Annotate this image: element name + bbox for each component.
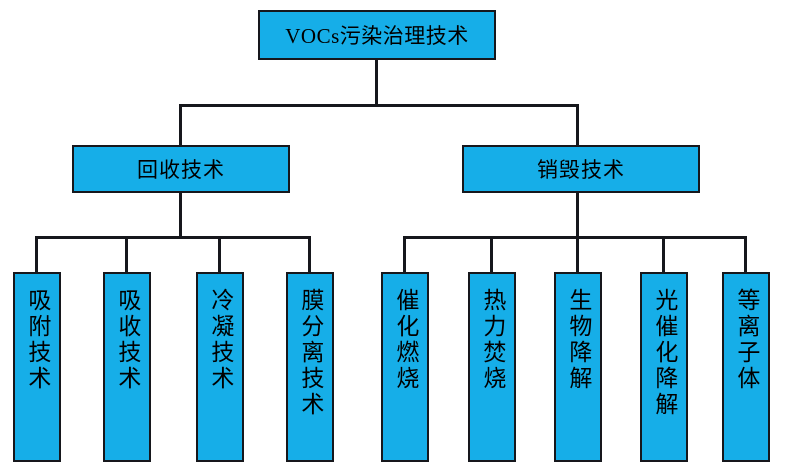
connector-destroy-bus — [403, 236, 747, 239]
node-root-label: VOCs污染治理技术 — [285, 24, 469, 48]
connector-drop-destroy — [576, 104, 579, 147]
node-destruction-technology-label: 销毁技术 — [537, 158, 625, 182]
node-recovery-technology[interactable]: 回收技术 — [72, 145, 290, 193]
connector-drop-membrane — [308, 236, 311, 273]
node-absorption-technology[interactable]: 吸收技术 — [103, 272, 151, 462]
connector-drop-photocatalytic — [662, 236, 665, 273]
node-membrane-separation-technology[interactable]: 膜分离技术 — [286, 272, 334, 462]
connector-destroy-stem — [576, 193, 579, 237]
node-condensation-technology[interactable]: 冷凝技术 — [196, 272, 244, 462]
node-absorption-technology-label: 吸收技术 — [114, 288, 140, 392]
node-catalytic-combustion-label: 催化燃烧 — [392, 288, 418, 392]
node-photocatalytic-degradation[interactable]: 光催化降解 — [640, 272, 688, 462]
node-thermal-incineration-label: 热力焚烧 — [479, 288, 505, 392]
node-plasma[interactable]: 等离子体 — [722, 272, 770, 462]
node-thermal-incineration[interactable]: 热力焚烧 — [468, 272, 516, 462]
connector-drop-catalytic-combustion — [403, 236, 406, 273]
node-biodegradation[interactable]: 生物降解 — [554, 272, 602, 462]
connector-drop-biodegradation — [576, 236, 579, 273]
node-adsorption-technology[interactable]: 吸附技术 — [13, 272, 61, 462]
connector-level2-bus — [179, 104, 579, 107]
node-adsorption-technology-label: 吸附技术 — [24, 288, 50, 392]
node-condensation-technology-label: 冷凝技术 — [207, 288, 233, 392]
connector-recovery-stem — [179, 193, 182, 237]
node-plasma-label: 等离子体 — [733, 288, 759, 392]
node-destruction-technology[interactable]: 销毁技术 — [462, 145, 700, 193]
node-membrane-separation-technology-label: 膜分离技术 — [297, 288, 323, 418]
node-photocatalytic-degradation-label: 光催化降解 — [651, 288, 677, 418]
connector-drop-absorption — [125, 236, 128, 273]
node-biodegradation-label: 生物降解 — [565, 288, 591, 392]
connector-drop-recovery — [179, 104, 182, 147]
connector-drop-plasma — [744, 236, 747, 273]
connector-recovery-bus — [35, 236, 311, 239]
node-catalytic-combustion[interactable]: 催化燃烧 — [381, 272, 429, 462]
connector-drop-condensation — [218, 236, 221, 273]
connector-root-stem — [375, 60, 378, 106]
node-root[interactable]: VOCs污染治理技术 — [258, 10, 496, 60]
connector-drop-adsorption — [35, 236, 38, 273]
connector-drop-thermal-incineration — [490, 236, 493, 273]
node-recovery-technology-label: 回收技术 — [137, 158, 225, 182]
